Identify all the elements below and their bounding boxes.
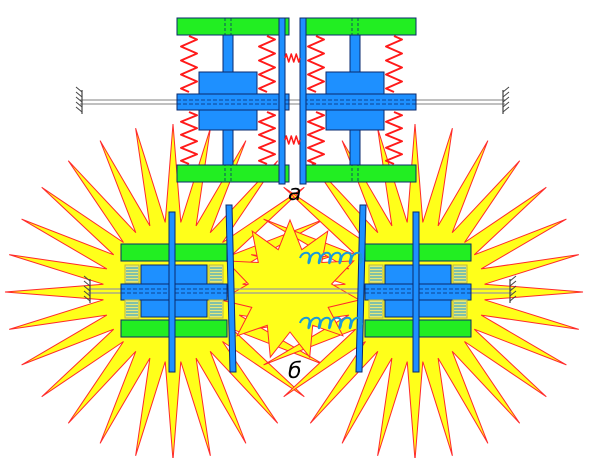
upper-right-unit (303, 17, 417, 183)
lower-left-coil-spring-tl (124, 264, 140, 284)
lower-wall-left-hatch (83, 275, 91, 282)
lower-right-coil-spring-tl (368, 264, 384, 284)
lower-column-right (412, 211, 420, 373)
upper-right-frame-top (303, 17, 417, 36)
upper-left-spring-bl (180, 111, 198, 165)
upper-left-spring-tr (258, 35, 276, 93)
upper-right-spring-tl (307, 35, 325, 93)
lower-wall-left-hatch (83, 290, 91, 297)
lower-coupling-spring-bottom (299, 316, 363, 330)
upper-left-frame-bottom (176, 164, 290, 183)
lower-right-coil-spring-br (452, 299, 468, 319)
lower-wall-left-hatch (83, 285, 91, 292)
lower-wall-right-hatch (509, 280, 517, 287)
upper-plate-right (299, 17, 307, 185)
upper-wall-right (502, 86, 510, 114)
upper-wall-left-hatch (75, 91, 83, 98)
upper-left-unit (176, 17, 290, 183)
upper-right-spring-br (385, 111, 403, 165)
lower-wall-right-hatch (509, 275, 517, 282)
lower-wall-right-hatch (509, 290, 517, 297)
upper-wall-right-hatch (502, 106, 510, 113)
lower-left-coil-spring-tr (208, 264, 224, 284)
lower-assembly (83, 204, 517, 373)
explosion-bursts (4, 123, 584, 458)
lower-wall-left-hatch (83, 295, 91, 302)
lower-wall-right-hatch (509, 295, 517, 302)
upper-coupling-spring-top (284, 53, 301, 63)
lower-column-left (168, 211, 176, 373)
upper-wall-left-hatch (75, 101, 83, 108)
lower-wall-left (83, 275, 91, 303)
lower-plate-right (355, 204, 367, 373)
lower-wall-right-hatch (509, 285, 517, 292)
upper-wall-right-hatch (502, 96, 510, 103)
upper-wall-right-hatch (502, 86, 510, 93)
upper-right-hub (303, 93, 417, 111)
upper-assembly (75, 17, 510, 185)
upper-right-spring-tr (385, 35, 403, 93)
lower-left-coil-spring-bl (124, 299, 140, 319)
label-lower-diagram: б (288, 359, 302, 384)
lower-wall-right (509, 275, 517, 303)
upper-coupling-spring-bottom (284, 135, 301, 145)
upper-left-spring-tl (180, 35, 198, 93)
upper-left-hub (176, 93, 290, 111)
upper-left-spring-br (258, 111, 276, 165)
lower-right-coil-spring-tr (452, 264, 468, 284)
lower-right-coil-spring-bl (368, 299, 384, 319)
upper-left-frame-top (176, 17, 290, 36)
lower-wall-left-hatch (83, 280, 91, 287)
lower-left-coil-spring-br (208, 299, 224, 319)
lower-coupling-spring-top (299, 251, 363, 265)
upper-plate-left (278, 17, 286, 185)
label-upper-diagram: а (288, 181, 301, 206)
upper-wall-right-hatch (502, 101, 510, 108)
upper-right-spring-bl (307, 111, 325, 165)
lower-plate-left (225, 204, 237, 373)
upper-wall-left-hatch (75, 86, 83, 93)
upper-wall-left-hatch (75, 96, 83, 103)
upper-right-frame-bottom (303, 164, 417, 183)
upper-wall-right-hatch (502, 91, 510, 98)
upper-wall-left-hatch (75, 106, 83, 113)
upper-wall-left (75, 86, 83, 114)
